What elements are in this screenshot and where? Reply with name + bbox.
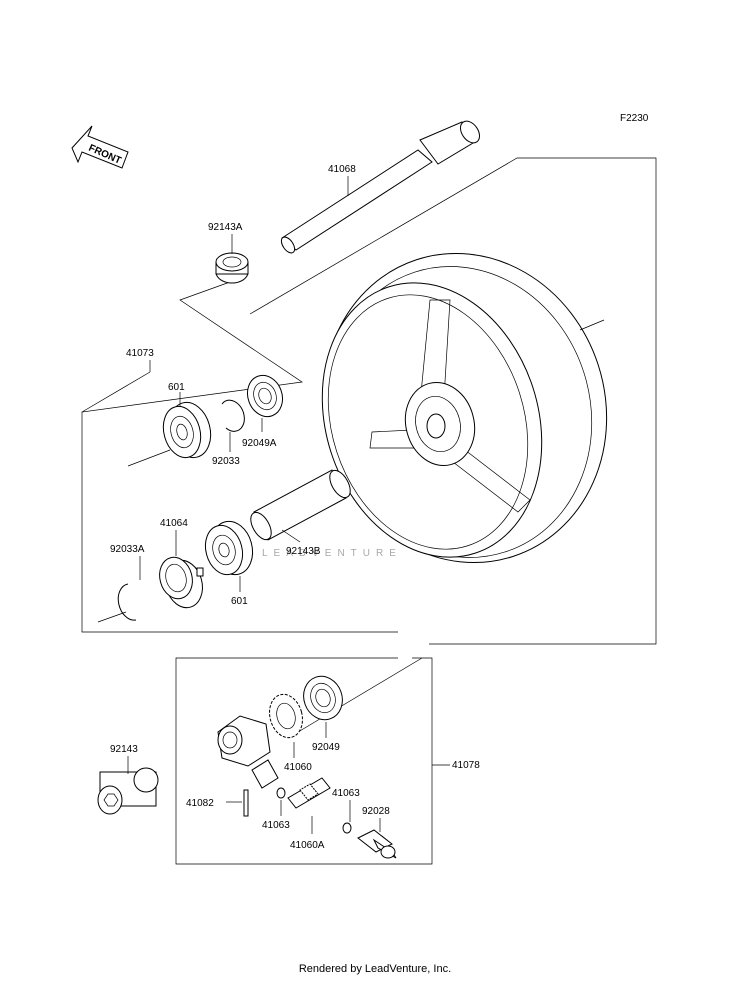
label-axle: 41068 [328, 164, 356, 175]
oil-seal-part [303, 675, 343, 721]
washer-left-part [276, 787, 286, 799]
front-wheel [321, 252, 608, 564]
oil-seal-a-part [246, 374, 284, 418]
label-collar-a: 92143A [208, 222, 243, 233]
diagram-code: F2230 [620, 113, 649, 124]
label-coupling-hub: 41064 [160, 518, 188, 529]
label-spacer-tube: 92143B [286, 546, 321, 557]
label-pin: 41082 [186, 798, 214, 809]
coupling-hub-part [159, 556, 204, 609]
gear-part [269, 693, 303, 739]
label-pinion: 41060A [290, 840, 325, 851]
watermark-text: LEADVENTURE [262, 548, 402, 559]
label-gear-housing-assy: 41078 [452, 760, 480, 771]
label-oil-seal: 92049 [312, 742, 340, 753]
spacer-tube-part [250, 469, 351, 541]
label-washer-left: 41063 [262, 820, 290, 831]
label-oil-seal-a: 92049A [242, 438, 277, 449]
label-bushing: 92028 [362, 806, 390, 817]
bearing-lower-part [204, 520, 254, 576]
label-circlip-upper: 92033 [212, 456, 240, 467]
label-washer-right: 41063 [332, 788, 360, 799]
gear-housing-bracket [175, 657, 450, 865]
collar-part [97, 767, 159, 815]
wheel-assembly-bracket [81, 157, 657, 645]
label-bearing-lower: 601 [231, 596, 248, 607]
label-wheel-assy: 41073 [126, 348, 154, 359]
label-circlip-lower: 92033A [110, 544, 145, 555]
label-gear: 41060 [284, 762, 312, 773]
gear-housing-part [217, 715, 279, 789]
collar-a-part [215, 252, 249, 284]
label-bearing-upper: 601 [168, 382, 185, 393]
pin-part [243, 789, 249, 817]
footer-credit: Rendered by LeadVenture, Inc. [298, 963, 452, 975]
label-collar: 92143 [110, 744, 138, 755]
front-arrow-icon: FRONT [71, 125, 129, 169]
bushing-part [357, 829, 397, 859]
axle-part [280, 120, 481, 254]
circlip-upper-part [221, 399, 245, 432]
washer-right-part [342, 822, 352, 834]
circlip-lower-part [117, 583, 137, 621]
pinion-part [287, 777, 331, 809]
bearing-upper-part [162, 401, 212, 459]
